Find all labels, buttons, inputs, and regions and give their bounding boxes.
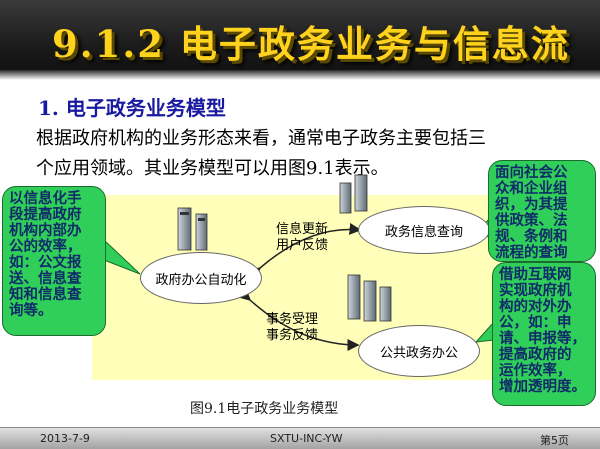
footer-org: SXTU-INC-YW <box>270 432 343 445</box>
figure-caption: 图9.1电子政务业务模型 <box>190 401 339 417</box>
callout-line: 众和企业组 <box>495 180 568 197</box>
paragraph-line: 根据政府机构的业务形态来看，通常电子政务主要包括三 <box>36 128 486 149</box>
callout-left: 以信息化手 段提高政府 机构内部办 公的效率， 如：公文报 送、信息查 知和信息… <box>2 186 106 336</box>
callout-line: 公，如：申 <box>499 314 572 331</box>
gov-office-node: 政府办公自动化 <box>140 252 262 304</box>
body-paragraph: 根据政府机构的业务形态来看，通常电子政务主要包括三 个应用领域。其业务模型可以用… <box>36 124 596 184</box>
section-heading: 1. 电子政务业务模型 <box>38 96 226 120</box>
callout-line: 供政策、法 <box>495 212 568 229</box>
footer-bar: 2013-7-9 SXTU-INC-YW 第5页 <box>0 427 600 449</box>
callout-right-bottom: 借助互联网 实现政府机 构的对外办 公，如：申 请、申报等， 提高政府的 运作效… <box>492 262 596 406</box>
footer-date: 2013-7-9 <box>40 432 90 445</box>
callout-line: 知和信息查 <box>9 286 82 303</box>
info-query-node: 政务信息查询 <box>358 206 490 254</box>
upper-arrow-label: 信息更新 用户反馈 <box>276 222 328 254</box>
arrow-label-line: 用户反馈 <box>276 238 329 253</box>
callout-line: 增加透明度。 <box>499 378 586 395</box>
slide-title: 9.1.2 电子政务业务与信息流 <box>52 22 570 66</box>
callout-line: 借助互联网 <box>499 266 572 283</box>
arrow-label-line: 事务受理 <box>266 312 319 327</box>
arrow-label-line: 事务反馈 <box>266 328 319 343</box>
paragraph-line: 个应用领域。其业务模型可以用图9.1表示。 <box>36 158 389 179</box>
callout-line: 构的对外办 <box>499 298 572 315</box>
server-icon <box>347 274 392 322</box>
callout-line: 公的效率， <box>9 238 82 255</box>
server-icon <box>177 207 208 251</box>
title-bar: 9.1.2 电子政务业务与信息流 <box>0 0 600 80</box>
upper-arrow <box>248 222 362 280</box>
footer-page-number: 第5页 <box>540 434 569 447</box>
callout-line: 织，为其提 <box>495 196 568 213</box>
server-icon <box>339 174 368 214</box>
callout-line: 段提高政府 <box>9 206 82 223</box>
callout-line: 如：公文报 <box>9 254 82 271</box>
callout-line: 运作效率， <box>499 362 572 379</box>
callout-line: 流程的查询 <box>495 244 568 261</box>
callout-line: 请、申报等， <box>499 330 586 347</box>
callout-line: 询等。 <box>9 302 53 319</box>
callout-line: 以信息化手 <box>9 190 82 207</box>
public-affairs-node: 公共政务办公 <box>358 325 480 377</box>
lower-arrow-label: 事务受理 事务反馈 <box>266 312 318 344</box>
arrow-label-line: 信息更新 <box>276 222 329 237</box>
callout-right-top: 面向社会公 众和企业组 织，为其提 供政策、法 规、条例和 流程的查询 <box>488 160 596 262</box>
callout-pointer <box>103 238 141 275</box>
callout-line: 提高政府的 <box>499 346 572 363</box>
callout-line: 机构内部办 <box>9 222 82 239</box>
lower-arrow <box>238 288 360 351</box>
callout-line: 规、条例和 <box>495 228 568 245</box>
callout-line: 送、信息查 <box>9 270 82 287</box>
callout-line: 面向社会公 <box>495 164 568 181</box>
callout-line: 实现政府机 <box>499 282 572 299</box>
